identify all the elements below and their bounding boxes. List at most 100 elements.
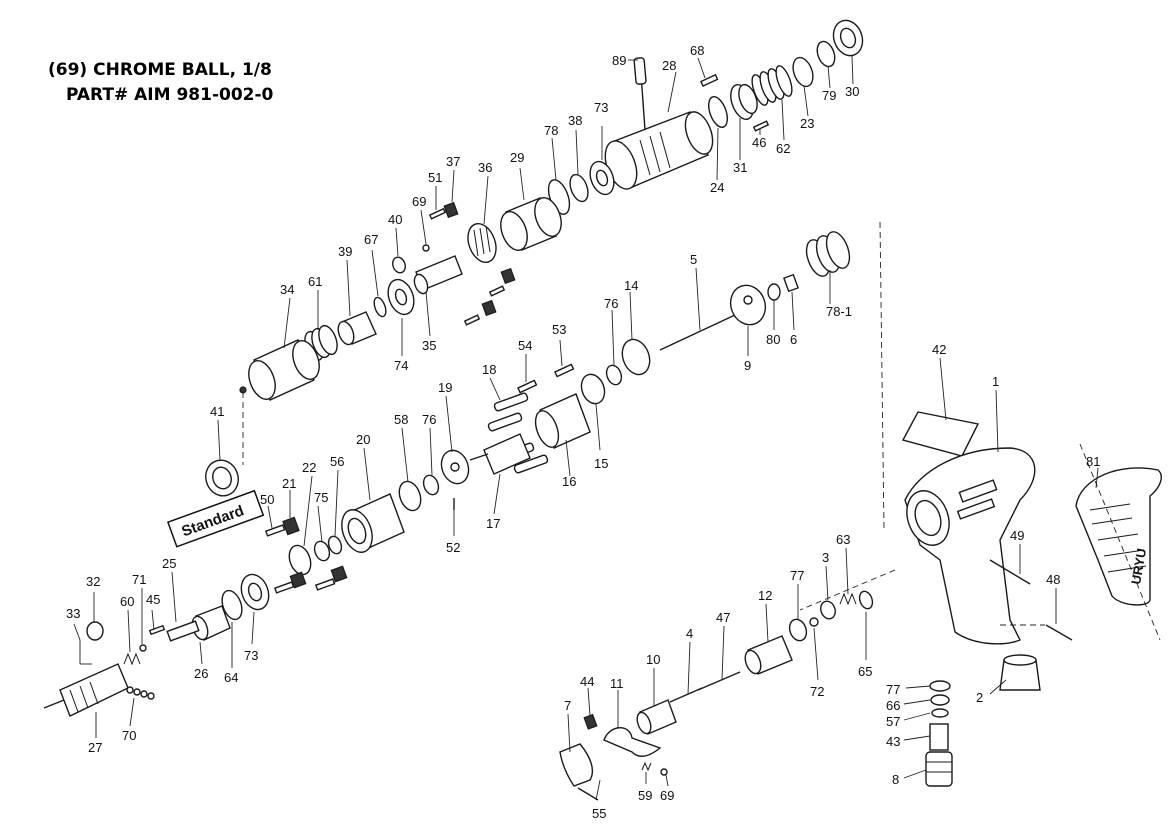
callout-36: 36 (478, 160, 492, 175)
callout-21: 21 (282, 476, 296, 491)
callout-10: 10 (646, 652, 660, 667)
callout-73b: 73 (244, 648, 258, 663)
part-48-pin (1045, 624, 1073, 641)
callout-76a: 76 (604, 296, 618, 311)
part-69-ball-upper (422, 244, 430, 252)
callout-6: 6 (790, 332, 797, 347)
callout-11: 11 (610, 676, 624, 691)
part-35-spindle (413, 255, 463, 295)
callout-12: 12 (758, 588, 772, 603)
part-56-ring (327, 535, 343, 555)
callout-57: 57 (886, 714, 900, 729)
callout-30: 30 (845, 84, 859, 99)
part-17-rotor (469, 433, 531, 475)
part-44-screw (583, 713, 598, 730)
callout-47: 47 (716, 610, 730, 625)
part-79-washer (816, 40, 836, 68)
callout-45: 45 (146, 592, 160, 607)
callout-27: 27 (88, 740, 102, 755)
callout-77a: 77 (790, 568, 804, 583)
part-3-valve (820, 600, 836, 620)
callout-80: 80 (766, 332, 780, 347)
callout-44: 44 (580, 674, 594, 689)
callout-32: 32 (86, 574, 100, 589)
part-12-valve-body (744, 635, 793, 675)
part-10-reverse-valve (636, 699, 677, 735)
heading-line-1: (69) CHROME BALL, 1/8 (48, 60, 272, 80)
part-45-pin (148, 624, 166, 636)
callout-78: 78 (544, 123, 558, 138)
callout-72: 72 (810, 684, 824, 699)
part-34-chuck-sleeve (248, 339, 320, 401)
part-30-cap (832, 19, 864, 57)
part-pin-a (488, 285, 506, 297)
callout-16: 16 (562, 474, 576, 489)
callout-56: 56 (330, 454, 344, 469)
part-36-gear (467, 222, 497, 264)
motor-assembly (264, 231, 851, 594)
callout-81: 81 (1086, 454, 1100, 469)
part-77-oring-b (929, 680, 951, 692)
part-25-shaft (166, 620, 200, 642)
callout-74: 74 (394, 358, 408, 373)
part-planet-gear-b (481, 299, 497, 317)
part-72-ball (809, 617, 819, 627)
callout-77b: 77 (886, 682, 900, 697)
callout-8: 8 (892, 772, 899, 787)
part-53-pin (554, 363, 575, 378)
callout-23: 23 (800, 116, 814, 131)
part-46-pin (752, 120, 770, 132)
callout-65: 65 (858, 664, 872, 679)
part-32-ring (86, 621, 104, 641)
callout-33: 33 (66, 606, 80, 621)
callout-54: 54 (518, 338, 532, 353)
callout-31: 31 (733, 160, 747, 175)
callout-63: 63 (836, 532, 850, 547)
callout-37: 37 (446, 154, 460, 169)
part-68-pin (699, 73, 719, 88)
part-66-washer (930, 694, 950, 706)
callout-61: 61 (308, 274, 322, 289)
leader-lines (73, 55, 1099, 801)
part-38-washer (569, 173, 589, 203)
callout-35: 35 (422, 338, 436, 353)
callout-73a: 73 (594, 100, 608, 115)
part-54-pin (517, 379, 538, 394)
callout-89: 89 (612, 53, 626, 68)
part-23-ring (792, 56, 814, 88)
part-11-lever (603, 727, 662, 758)
part-41-nose-ring (205, 459, 239, 497)
part-70-balls (126, 686, 155, 700)
part-7-trigger (559, 743, 594, 787)
callout-1: 1 (992, 374, 999, 389)
part-37-gear (443, 201, 459, 219)
part-81-grip: URYU (1075, 467, 1162, 606)
callout-28: 28 (662, 58, 676, 73)
part-22-carrier (273, 544, 348, 594)
part-pin-b (463, 314, 481, 326)
callout-55: 55 (592, 806, 606, 821)
callout-29: 29 (510, 150, 524, 165)
callout-38: 38 (568, 113, 582, 128)
part-62-spring (751, 65, 793, 106)
callout-24: 24 (710, 180, 724, 195)
callout-4: 4 (686, 626, 693, 641)
part-49-pin (989, 559, 1031, 585)
part-planet-gear-a (500, 267, 516, 285)
callout-62: 62 (776, 141, 790, 156)
callout-49: 49 (1010, 528, 1024, 543)
upper-assembly (205, 19, 864, 497)
callout-25: 25 (162, 556, 176, 571)
part-55-pin (577, 787, 599, 801)
callout-5: 5 (690, 252, 697, 267)
part-21-gear (282, 516, 300, 536)
callout-26: 26 (194, 666, 208, 681)
part-16-cylinder (534, 393, 591, 449)
part-50-pin (264, 524, 286, 537)
part-74-bearing (387, 278, 415, 316)
part-1-handle-body (904, 447, 1036, 645)
callout-22: 22 (302, 460, 316, 475)
part-28-housing (604, 111, 714, 190)
callout-9: 9 (744, 358, 751, 373)
